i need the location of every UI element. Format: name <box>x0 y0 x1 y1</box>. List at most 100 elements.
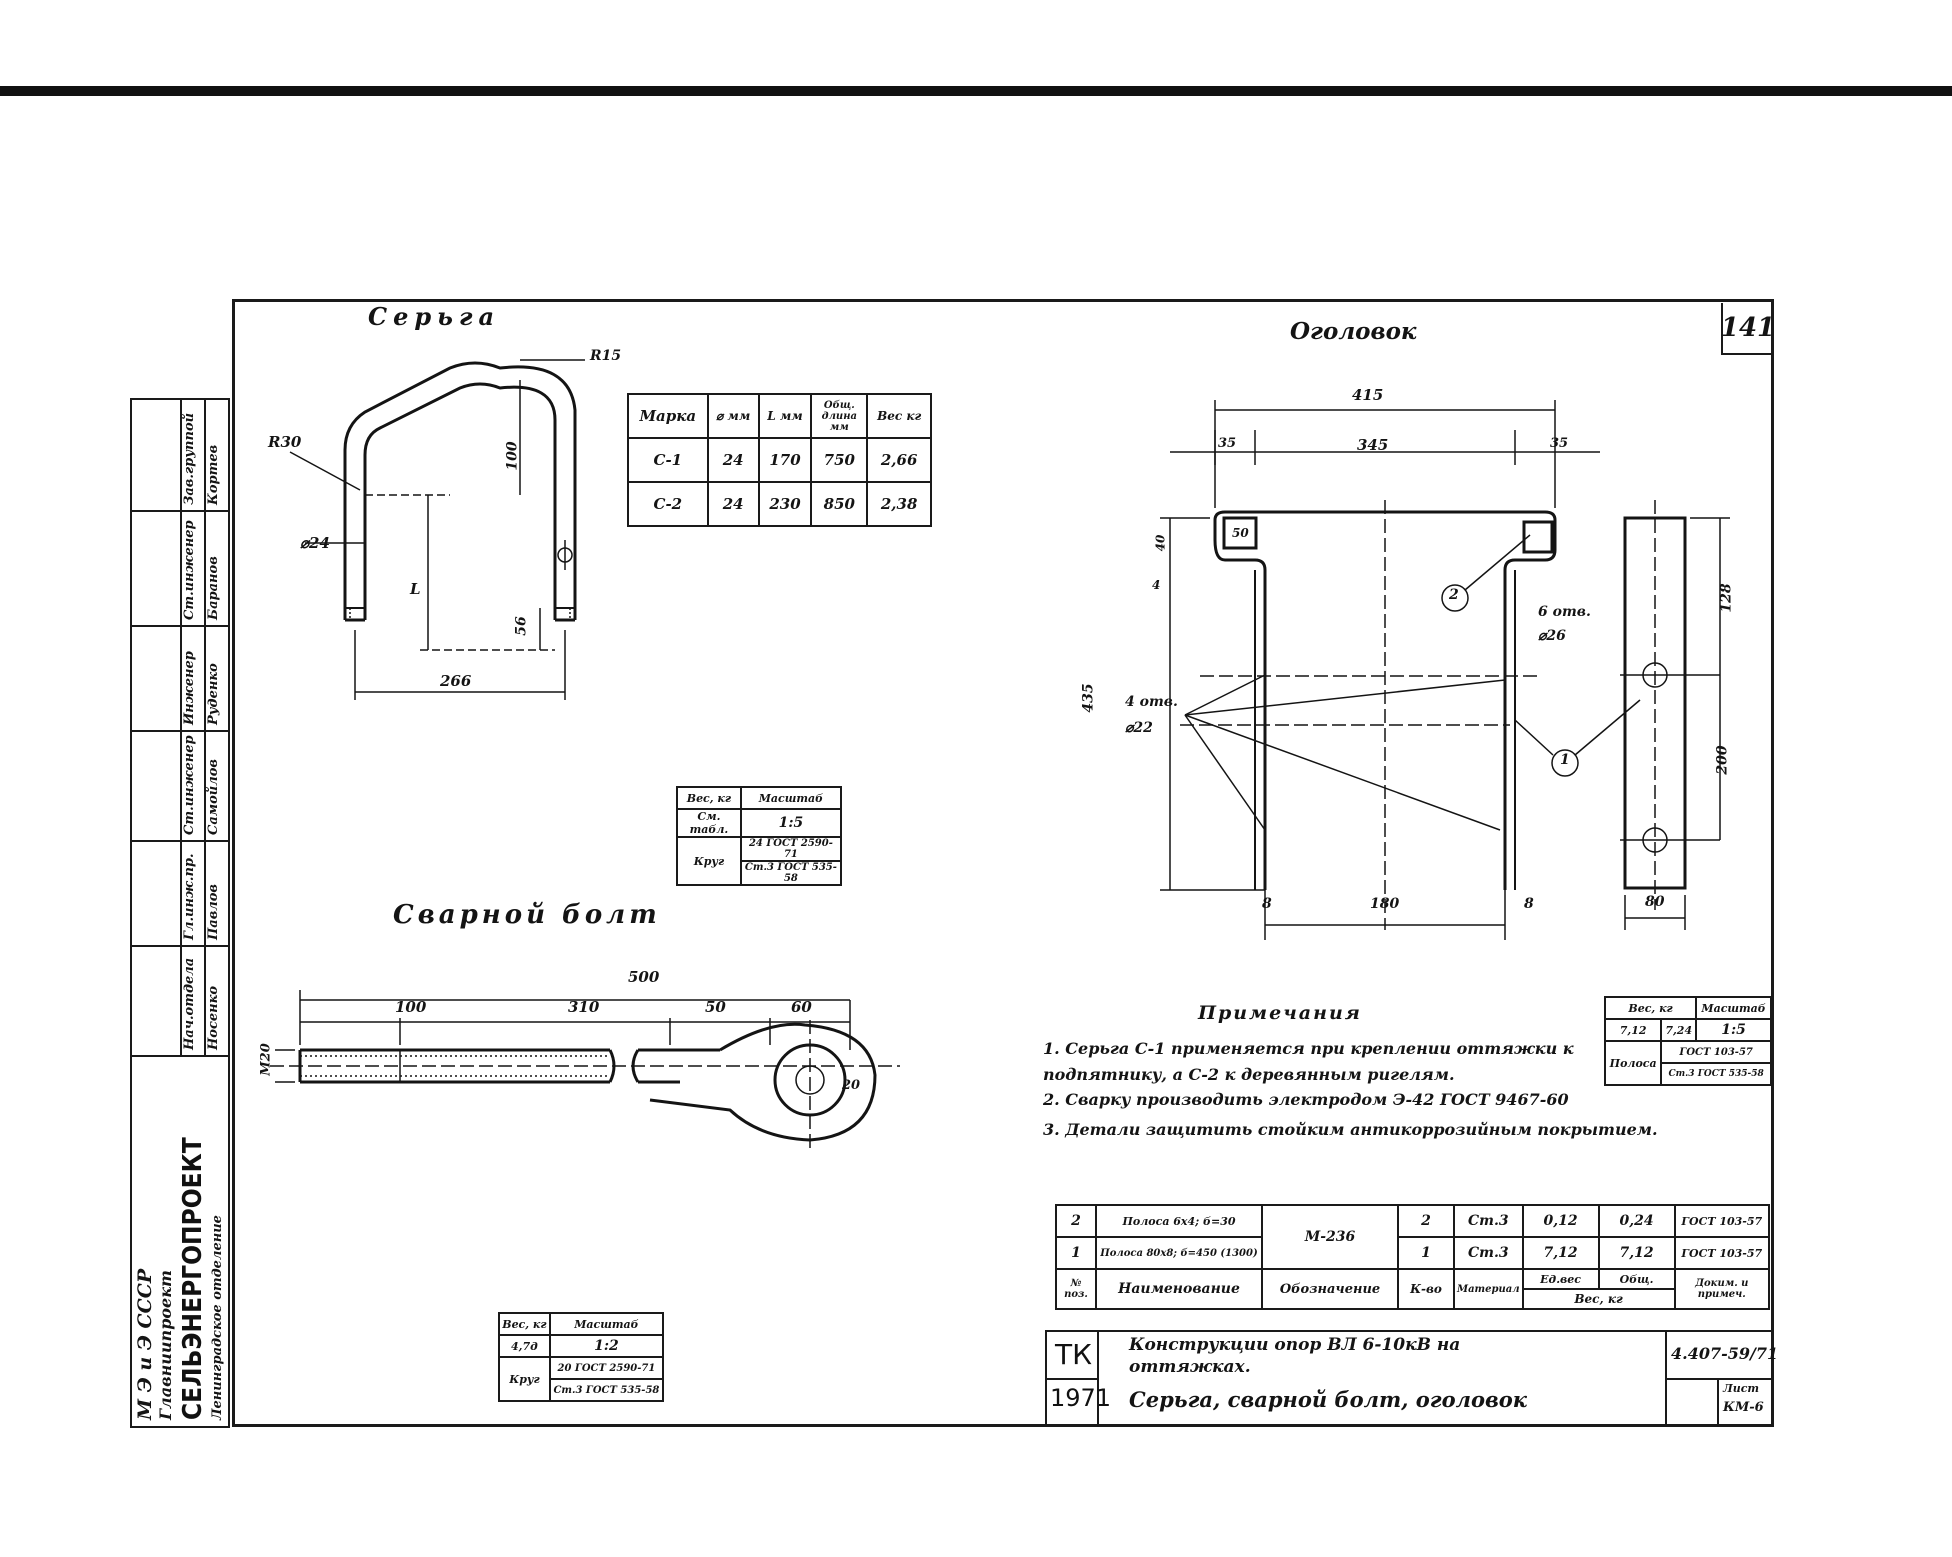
ogol-holes-right-d: ⌀26 <box>1538 628 1566 644</box>
title-svarnoy-bolt: Сварной болт <box>393 900 661 930</box>
name-4: Баранов <box>206 556 221 620</box>
serga-th-3: Общ. длина мм <box>810 393 869 439</box>
serga-r1-0: С-2 <box>627 481 709 527</box>
serga-th-2: L мм <box>757 393 813 439</box>
name-2: Самойлов <box>206 759 221 835</box>
ogol-dim-right: 35 <box>1550 436 1569 451</box>
spec-r0-1: Полоса 6х4; б=30 <box>1095 1204 1263 1238</box>
spec-r0-4: Ст.3 <box>1453 1204 1524 1238</box>
spec-r0-0: 2 <box>1055 1204 1097 1238</box>
sheet-number: 141 <box>1721 303 1775 355</box>
role-3: Инженер <box>182 651 197 725</box>
serga-r0-0: С-1 <box>627 437 709 483</box>
bolt-stamp-mval: 1:2 <box>548 1334 665 1358</box>
serga-r0-4: 2,66 <box>866 437 932 483</box>
ogol-dim-total: 415 <box>1352 386 1384 404</box>
spec-h-0: № поз. <box>1055 1268 1097 1310</box>
serga-stamp-ves: Вес, кг <box>676 786 742 810</box>
ogol-stamp-mat2: Ст.3 ГОСТ 535-58 <box>1660 1062 1772 1086</box>
spec-h-2: Обозначение <box>1261 1268 1399 1310</box>
title-serga: Серьга <box>368 302 501 331</box>
name-1: Павлов <box>206 884 221 940</box>
serga-dim-56: 56 <box>513 616 530 636</box>
bolt-stamp-mat1: 20 ГОСТ 2590-71 <box>548 1356 665 1380</box>
serga-r1-1: 24 <box>706 481 760 527</box>
serga-r1-2: 230 <box>757 481 813 527</box>
role-2: Ст.инженер <box>182 735 197 835</box>
serga-r0-2: 170 <box>757 437 813 483</box>
ogol-dim-thick: 8 <box>1262 896 1272 912</box>
serga-dim-l: L <box>410 580 421 598</box>
serga-table: Марка ⌀ мм L мм Общ. длина мм Вес кг С-1… <box>627 393 932 527</box>
spec-r1-6: 7,12 <box>1597 1236 1676 1270</box>
ogolovok-drawing <box>1160 400 1730 940</box>
ogol-holes-left: 4 отв. <box>1125 694 1178 710</box>
notes-heading: Примечания <box>1198 1002 1362 1024</box>
ogol-pos-2: 2 <box>1449 587 1459 603</box>
serga-dim-r30: R30 <box>268 433 302 451</box>
tb-sheet: КМ-6 <box>1723 1400 1764 1415</box>
tb-line1: Конструкции опор ВЛ 6-10кВ на оттяжках. <box>1129 1335 1461 1377</box>
bolt-stamp: Вес, кг Масштаб 4,7д 1:2 Круг 20 ГОСТ 25… <box>498 1312 665 1402</box>
name-5: Кортев <box>206 444 221 505</box>
name-0: Носенко <box>206 985 221 1050</box>
bolt-stamp-vesval: 4,7д <box>498 1334 551 1358</box>
serga-drawing <box>289 359 585 700</box>
ogol-dim-height: 435 <box>1080 683 1097 713</box>
spec-r0-7: ГОСТ 103-57 <box>1673 1204 1771 1238</box>
serga-dim-100: 100 <box>504 441 521 471</box>
title-block: ТК 1971 Конструкции опор ВЛ 6-10кВ на от… <box>1045 1330 1778 1426</box>
side-org2: Главниипроект <box>156 1270 175 1420</box>
spec-table: 2 Полоса 6х4; б=30 М-236 2 Ст.3 0,12 0,2… <box>1055 1204 1771 1310</box>
serga-dim-d24: ⌀24 <box>300 534 330 552</box>
serga-r1-4: 2,38 <box>866 481 932 527</box>
spec-r0-6: 0,24 <box>1597 1204 1676 1238</box>
ogol-holes-right: 6 отв. <box>1538 604 1591 620</box>
serga-th-4: Вес кг <box>866 393 932 439</box>
serga-dim-width: 266 <box>440 672 472 690</box>
role-4: Ст.инженер <box>182 520 197 620</box>
bolt-dim-ring: 20 <box>842 1078 861 1093</box>
serga-stamp-mat2: Ст.3 ГОСТ 535-58 <box>739 860 843 886</box>
ogol-side-h: 128 <box>1718 583 1735 613</box>
role-0: Нач.отдела <box>182 957 197 1050</box>
spec-r1-1: Полоса 80х8; б=450 (1300) <box>1095 1236 1263 1270</box>
spec-h-3: К-во <box>1397 1268 1455 1310</box>
spec-r0-3: 2 <box>1397 1204 1455 1238</box>
ogol-side-w: 80 <box>1645 894 1665 910</box>
ogol-dim-t2: 40 <box>1153 534 1168 552</box>
spec-h-6: Общ. <box>1597 1268 1676 1290</box>
serga-dim-r15: R15 <box>590 348 622 364</box>
spec-r1-3: 1 <box>1397 1236 1455 1270</box>
ogol-stamp-vesval2: 7,24 <box>1660 1018 1698 1042</box>
side-org1: М Э и Э СССР <box>134 1268 156 1420</box>
serga-stamp: Вес, кг Масштаб См. табл. 1:5 Круг 24 ГО… <box>676 786 843 886</box>
tb-line2: Серьга, сварной болт, оголовок <box>1129 1387 1528 1412</box>
serga-stamp-mat1: 24 ГОСТ 2590-71 <box>739 836 843 862</box>
serga-r0-3: 750 <box>810 437 869 483</box>
ogol-dim-t1: 4 <box>1152 578 1161 592</box>
bolt-dim-60: 60 <box>791 998 812 1016</box>
ogol-dim-mid: 345 <box>1357 436 1389 454</box>
serga-stamp-mval: 1:5 <box>739 808 843 838</box>
title-ogolovok: Оголовок <box>1290 318 1417 345</box>
serga-th-0: Марка <box>627 393 709 439</box>
spec-r0-5: 0,12 <box>1521 1204 1600 1238</box>
role-5: Зав.группой <box>182 412 197 505</box>
note-2: 2. Сварку производить электродом Э-42 ГО… <box>1043 1090 1569 1109</box>
serga-r0-1: 24 <box>706 437 760 483</box>
role-1: Гл.инж.пр. <box>182 853 197 940</box>
bolt-stamp-masshtab: Масштаб <box>548 1312 665 1336</box>
tb-year: 1971 <box>1050 1384 1112 1412</box>
spec-h-1: Наименование <box>1095 1268 1263 1310</box>
side-org3: СЕЛЬЭНЕРГОПРОЕКТ <box>178 1137 208 1420</box>
spec-r1-5: 7,12 <box>1521 1236 1600 1270</box>
drawing-frame <box>232 299 1774 1427</box>
spec-h-7: Доким. и примеч. <box>1673 1268 1771 1310</box>
bolt-dim-total: 500 <box>628 968 660 986</box>
spec-h-4: Материал <box>1453 1268 1524 1310</box>
serga-th-1: ⌀ мм <box>706 393 760 439</box>
bolt-stamp-mat2: Ст.3 ГОСТ 535-58 <box>548 1378 665 1402</box>
side-stamp: М Э и Э СССР Главниипроект СЕЛЬЭНЕРГОПРО… <box>130 398 230 1428</box>
serga-stamp-kruzh: Круг <box>676 836 742 886</box>
